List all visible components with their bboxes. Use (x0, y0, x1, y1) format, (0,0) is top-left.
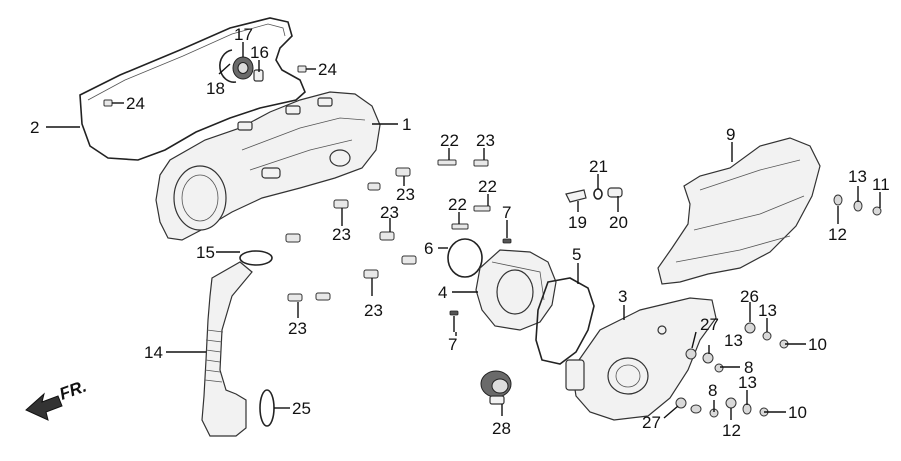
callout-18: 18 (206, 79, 225, 98)
callout-5: 5 (572, 245, 581, 264)
callout-13-left: 13 (724, 331, 743, 350)
air-duct-hose (201, 261, 253, 437)
callout-20: 20 (609, 213, 628, 232)
housing-gasket (535, 277, 595, 365)
leader-lines (46, 42, 881, 420)
callout-17: 17 (234, 25, 253, 44)
side-fairing (657, 137, 821, 285)
callout-13-right: 13 (848, 167, 867, 186)
transmission-cover (155, 91, 381, 241)
callout-19: 19 (568, 213, 587, 232)
drain-plug (480, 370, 512, 405)
callout-22-a: 22 (440, 131, 459, 150)
circlip (219, 49, 237, 83)
callout-27-upper: 27 (700, 315, 719, 334)
callout-23-a: 23 (476, 131, 495, 150)
callout-7-upper: 7 (502, 203, 511, 222)
callout-23-c: 23 (332, 225, 351, 244)
callout-23-d: 23 (380, 203, 399, 222)
callout-11: 11 (872, 175, 890, 194)
callout-22-c: 22 (448, 195, 467, 214)
callout-12-upper: 12 (828, 225, 847, 244)
callout-9: 9 (726, 125, 735, 144)
callout-6: 6 (424, 239, 433, 258)
callout-23-e: 23 (364, 301, 383, 320)
callout-12-lower: 12 (722, 421, 741, 440)
callout-10-lower: 10 (788, 403, 807, 422)
breather-tube (565, 189, 587, 203)
callout-8-upper: 8 (744, 358, 753, 377)
callout-25: 25 (292, 399, 311, 418)
callout-4: 4 (438, 283, 447, 302)
o-ring (447, 238, 483, 278)
callout-14: 14 (144, 343, 163, 362)
callout-27-lower: 27 (642, 413, 661, 432)
hose-clamp-upper (239, 250, 273, 266)
callout-13-lower: 13 (738, 373, 757, 392)
callout-1: 1 (402, 115, 411, 134)
outer-cover (565, 297, 717, 421)
front-direction-arrow (25, 392, 63, 421)
callout-labels: 1 2 3 4 5 6 7 7 8 8 9 10 10 11 12 12 13 … (30, 25, 890, 440)
callout-13-mid: 13 (758, 301, 777, 320)
callout-3: 3 (618, 287, 627, 306)
callout-23-b: 23 (396, 185, 415, 204)
hose-clamp-lower (259, 389, 275, 427)
callout-7-lower: 7 (448, 335, 457, 354)
fasteners (103, 65, 882, 418)
direction-label: FR. (57, 377, 89, 404)
callout-28: 28 (492, 419, 511, 438)
inner-housing (475, 249, 557, 331)
callout-23-f: 23 (288, 319, 307, 338)
callout-21: 21 (589, 157, 608, 176)
gasket-inner-line (87, 23, 286, 101)
gasket-outline (79, 17, 306, 161)
callout-16: 16 (250, 43, 269, 62)
callout-24-lower: 24 (126, 94, 145, 113)
callout-8-lower: 8 (708, 381, 717, 400)
tube-plug (607, 187, 623, 198)
callout-15: 15 (196, 243, 215, 262)
tube-clip (593, 188, 603, 200)
callout-26: 26 (740, 287, 759, 306)
callout-24-upper: 24 (318, 60, 337, 79)
callout-2: 2 (30, 118, 39, 137)
callout-22-b: 22 (478, 177, 497, 196)
callout-10-upper: 10 (808, 335, 827, 354)
